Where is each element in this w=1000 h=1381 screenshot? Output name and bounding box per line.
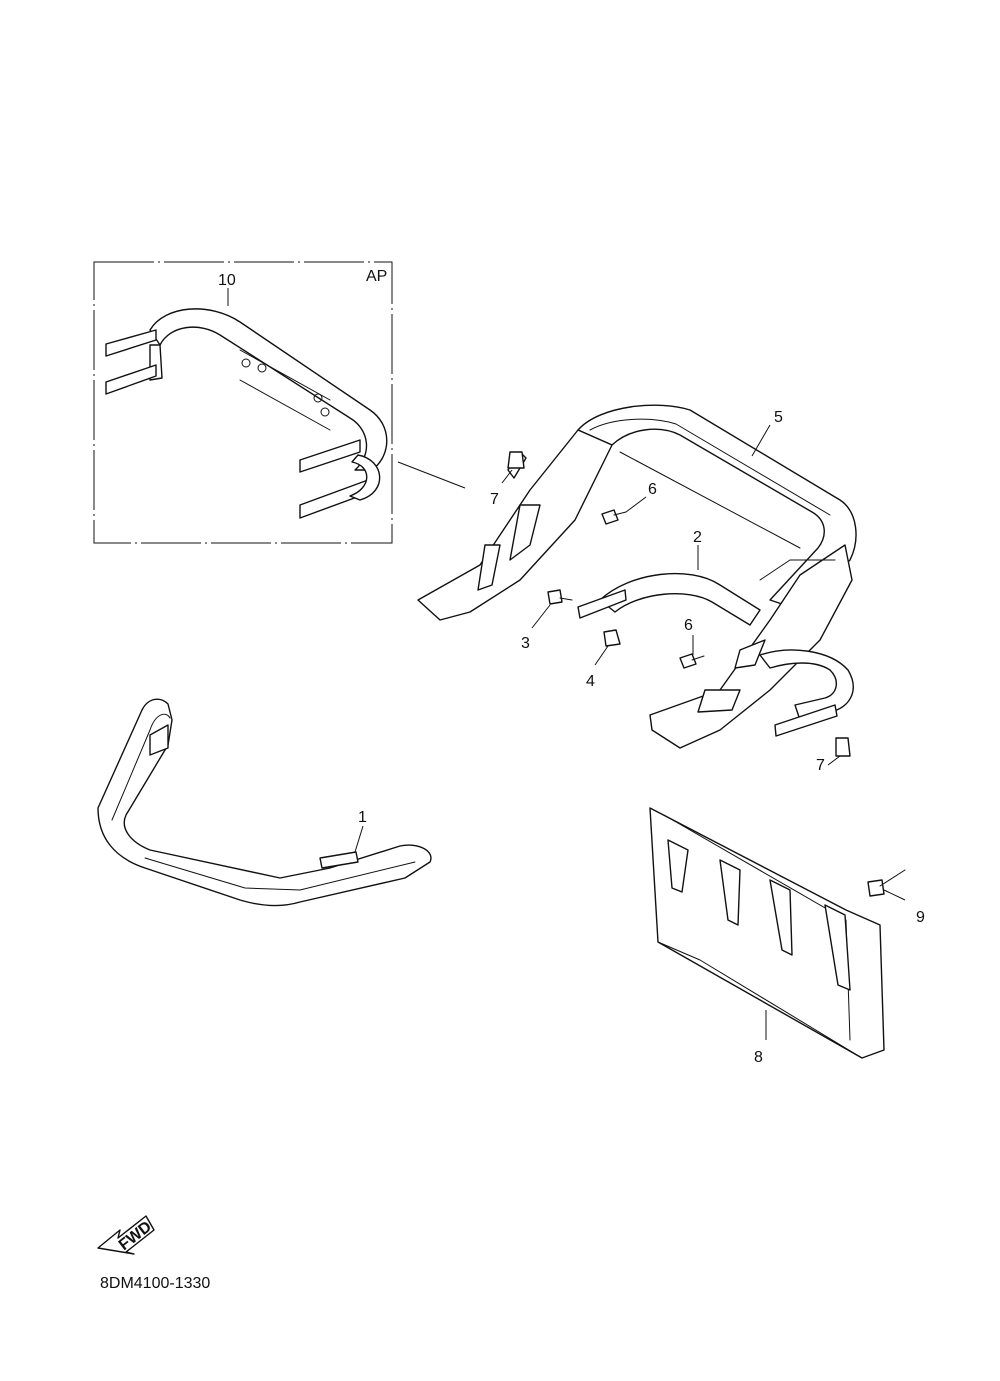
drawing-code: 8DM4100-1330 <box>100 1275 210 1292</box>
bolt-6b <box>679 653 697 669</box>
inset-leader <box>397 461 466 489</box>
callout-3: 3 <box>521 635 530 652</box>
part-1-front-bumper <box>97 698 432 907</box>
bolt-3 <box>547 589 563 605</box>
callout-10: 10 <box>218 272 236 289</box>
fasteners <box>507 451 906 897</box>
part-5-carrier <box>417 404 857 749</box>
part-2-tube <box>577 572 854 737</box>
nut-4 <box>603 629 621 647</box>
clip-7a <box>507 451 525 469</box>
callout-1: 1 <box>358 809 367 826</box>
inset-tag: AP <box>366 268 387 285</box>
clip-7b <box>835 737 851 757</box>
part-8-flap <box>649 807 885 1059</box>
callout-6a: 6 <box>648 481 657 498</box>
callout-9: 9 <box>916 909 925 926</box>
callout-6b: 6 <box>684 617 693 634</box>
callouts: 10 5 7 6 2 3 6 4 7 1 9 8 <box>218 272 925 1066</box>
callout-7a: 7 <box>490 491 499 508</box>
part-10-bumper <box>105 308 388 519</box>
callout-4: 4 <box>586 673 595 690</box>
callout-8: 8 <box>754 1049 763 1066</box>
fwd-arrow-icon: FWD <box>97 1215 155 1255</box>
callout-2: 2 <box>693 529 702 546</box>
rivet-9 <box>867 879 885 897</box>
callout-5: 5 <box>774 409 783 426</box>
callout-7b: 7 <box>816 757 825 774</box>
bolt-6a <box>601 509 619 525</box>
inset-frame: AP <box>93 261 466 544</box>
